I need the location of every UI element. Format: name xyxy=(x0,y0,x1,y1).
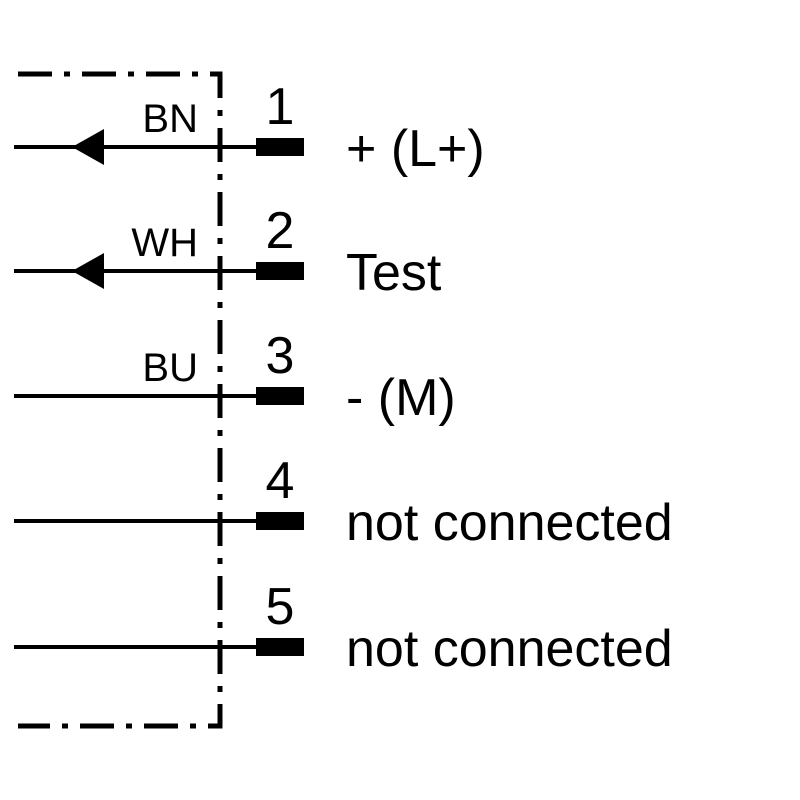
pin-number: 3 xyxy=(266,327,295,385)
pin-row-4: 4 not connected xyxy=(14,452,673,552)
wire-color-label: WH xyxy=(131,221,198,265)
pin-number: 4 xyxy=(266,452,295,510)
wire-color-label: BN xyxy=(142,97,198,141)
pin-row-3: BU 3 - (M) xyxy=(14,327,456,427)
pin-contact-5 xyxy=(256,638,304,656)
pin-row-2: WH 2 Test xyxy=(14,202,442,302)
pin-signal-label: not connected xyxy=(346,620,673,678)
pin-number: 5 xyxy=(266,578,295,636)
pin-number: 2 xyxy=(266,202,295,260)
pin-number: 1 xyxy=(266,78,295,136)
pin-contact-1 xyxy=(256,138,304,156)
pin-row-5: 5 not connected xyxy=(14,578,673,678)
pin-signal-label: + (L+) xyxy=(346,120,485,178)
pin-signal-label: - (M) xyxy=(346,369,456,427)
pin-contact-4 xyxy=(256,512,304,530)
pin-signal-label: not connected xyxy=(346,494,673,552)
arrow-left-icon xyxy=(72,129,104,165)
wire-color-label: BU xyxy=(142,346,198,390)
pin-contact-2 xyxy=(256,262,304,280)
housing-boundary xyxy=(18,71,223,729)
arrow-left-icon xyxy=(72,253,104,289)
pin-contact-3 xyxy=(256,387,304,405)
pin-signal-label: Test xyxy=(346,244,442,302)
pin-row-1: BN 1 + (L+) xyxy=(14,78,485,178)
